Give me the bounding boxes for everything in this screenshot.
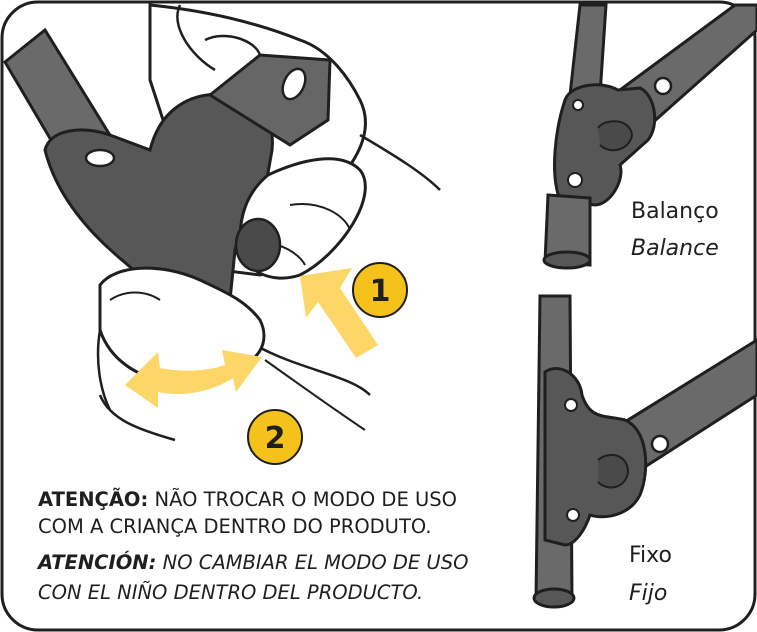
- arrow-press: [300, 268, 378, 358]
- step-2-label: 2: [265, 421, 286, 456]
- warning-pt-text1: NÃO TROCAR O MODO DE USO: [154, 488, 457, 511]
- warning-es-text1: NO CAMBIAR EL MODO DE USO: [162, 551, 469, 574]
- balance-mode-illustration: [542, 3, 757, 270]
- fixed-mode-illustration: [532, 294, 757, 609]
- step-2-badge: 2: [247, 409, 303, 465]
- arm-hole: [281, 67, 307, 101]
- balance-label-pt: Balanço: [631, 199, 719, 224]
- release-button: [234, 217, 282, 273]
- warning-es-line2: CON EL NIÑO DENTRO DEL PRODUCTO.: [38, 581, 424, 604]
- warning-pt-line1: ATENÇÃO: NÃO TROCAR O MODO DE USO: [38, 490, 457, 510]
- step-1-badge: 1: [352, 262, 408, 318]
- warning-pt-line2: COM A CRIANÇA DENTRO DO PRODUTO.: [38, 515, 432, 538]
- fixed-label-es: Fijo: [629, 581, 668, 606]
- warning-pt-label: ATENÇÃO:: [38, 488, 149, 511]
- arrow-rotate: [125, 350, 262, 408]
- balance-label-es: Balance: [631, 236, 719, 261]
- hinge-hole: [84, 148, 116, 168]
- main-illustration: 1 2: [3, 3, 441, 465]
- warning-es-line1: ATENCIÓN: NO CAMBIAR EL MODO DE USO: [38, 553, 468, 573]
- fixed-label-pt: Fixo: [629, 543, 672, 568]
- warning-es-label: ATENCIÓN:: [38, 551, 157, 574]
- step-1-label: 1: [370, 274, 391, 309]
